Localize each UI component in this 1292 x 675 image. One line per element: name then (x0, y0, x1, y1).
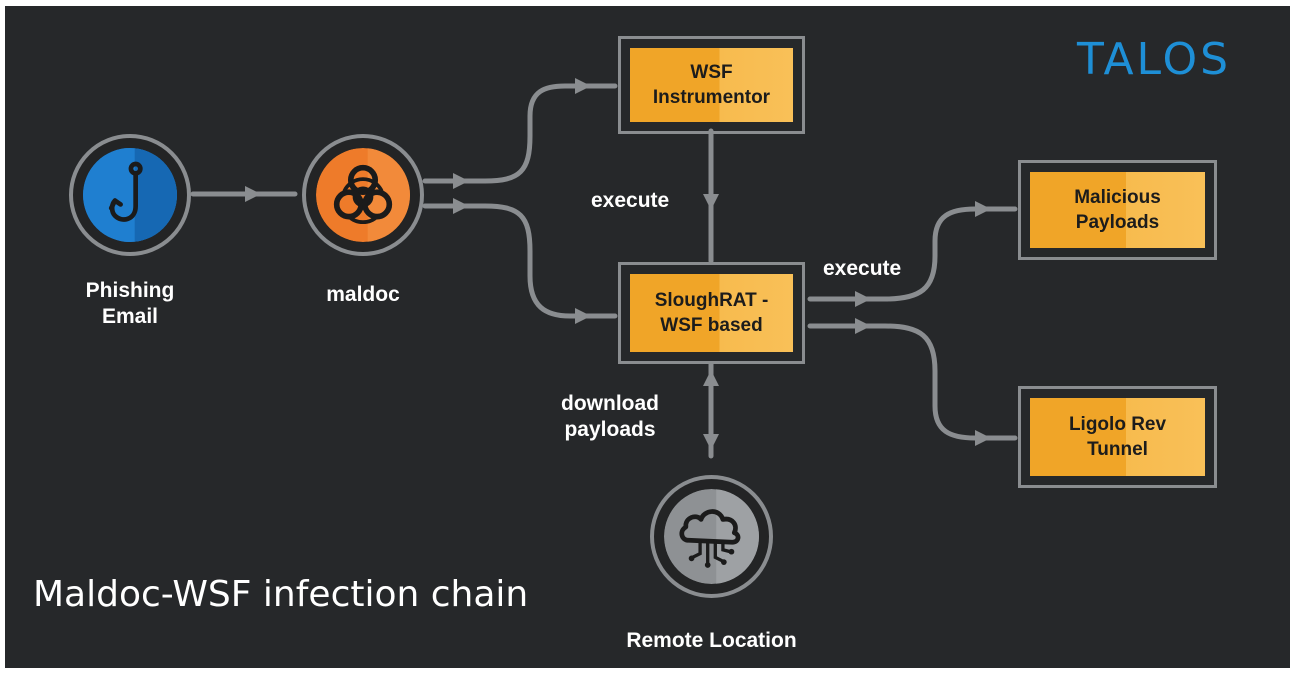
arrowhead-download-up (703, 370, 719, 386)
biohazard-icon (316, 148, 410, 242)
fishhook-icon (83, 148, 177, 242)
edge-sloughrat-to-ligolo (807, 323, 1018, 441)
remote-location-label: Remote Location (626, 629, 797, 652)
wsf-instrumentor-label: WSF Instrumentor (652, 62, 771, 108)
arrowhead-ligolo-in (975, 430, 991, 446)
phishing-email-label: Phishing Email (85, 279, 175, 328)
edge-label-download: download payloads (561, 392, 659, 441)
arrowhead-sloughrat-out-1 (855, 291, 871, 307)
cloud-network-icon (664, 489, 759, 584)
arrowhead-sloughrat-in (575, 308, 591, 324)
phishing-email-node (69, 134, 191, 256)
edge-label-execute-right: execute (823, 257, 902, 280)
sloughrat-label: SloughRAT - WSF based (654, 290, 769, 336)
maldoc-node (302, 134, 424, 256)
ligolo-label: Ligolo Rev Tunnel (1068, 414, 1167, 460)
connector-layer (190, 78, 1018, 459)
arrowhead-phishing-maldoc (245, 186, 261, 202)
arrowhead-sloughrat-out-2 (855, 318, 871, 334)
ligolo-box: Ligolo Rev Tunnel (1018, 386, 1217, 488)
diagram-title: Maldoc-WSF infection chain (33, 574, 529, 615)
sloughrat-box: SloughRAT - WSF based (618, 262, 805, 364)
edge-maldoc-to-sloughrat (422, 203, 618, 319)
talos-logo: TALOS (1077, 34, 1232, 85)
arrowhead-instrumentor-in (575, 78, 591, 94)
arrowhead-maldoc-out-2 (453, 198, 469, 214)
arrowhead-payloads-in (975, 201, 991, 217)
wsf-instrumentor-box: WSF Instrumentor (618, 36, 805, 134)
edge-label-execute-left: execute (591, 189, 670, 212)
malicious-payloads-label: Malicious Payloads (1074, 187, 1161, 233)
arrowhead-maldoc-out-1 (453, 173, 469, 189)
diagram-canvas: TALOS Phishing Email (5, 6, 1290, 668)
malicious-payloads-box: Malicious Payloads (1018, 160, 1217, 260)
maldoc-label: maldoc (326, 283, 400, 306)
arrowhead-download-down (703, 434, 719, 450)
arrowhead-execute-down (703, 194, 719, 210)
edge-maldoc-to-instrumentor (422, 83, 618, 184)
remote-location-node (650, 475, 773, 598)
edge-sloughrat-to-payloads (807, 206, 1018, 302)
